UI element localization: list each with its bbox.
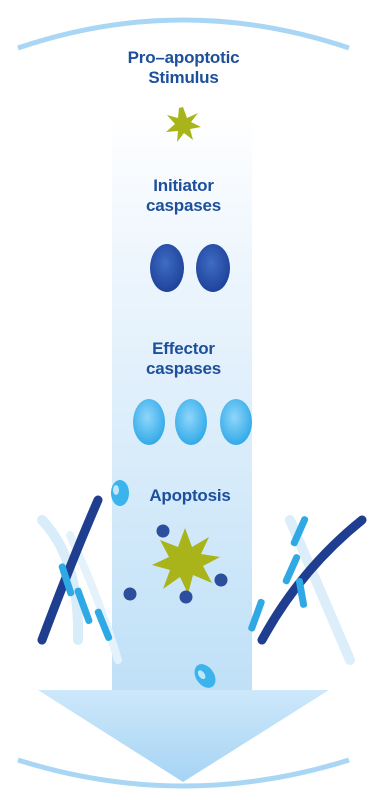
dna-fragment-left-icon [42,500,118,660]
effector-label-line-2: caspases [0,359,367,379]
dna-fragment-right-icon [247,515,362,660]
effector-label-line-1: Effector [0,339,367,359]
debris-dot-icon [157,525,170,538]
effector-caspase-icon [133,399,165,445]
top-arc [18,20,349,48]
initiator-caspase-icon [150,244,184,292]
debris-dot-icon [215,574,228,587]
debris-dot-icon [180,591,193,604]
apoptosis-label-line-1: Apoptosis [0,486,367,506]
initiator-caspases-label: Initiator caspases [0,176,367,216]
effector-caspase-icon [220,399,252,445]
effector-caspases-label: Effector caspases [0,339,367,379]
stimulus-label: Pro–apoptotic Stimulus [0,48,367,88]
initiator-label-line-2: caspases [0,196,367,216]
initiator-caspase-icon [196,244,230,292]
apoptosis-label: Apoptosis [0,486,367,506]
effector-caspase-icon [175,399,207,445]
initiator-label-line-1: Initiator [0,176,367,196]
stimulus-label-line-1: Pro–apoptotic [0,48,367,68]
stimulus-label-line-2: Stimulus [0,68,367,88]
debris-dot-icon [124,588,137,601]
arrow-head [38,690,329,782]
